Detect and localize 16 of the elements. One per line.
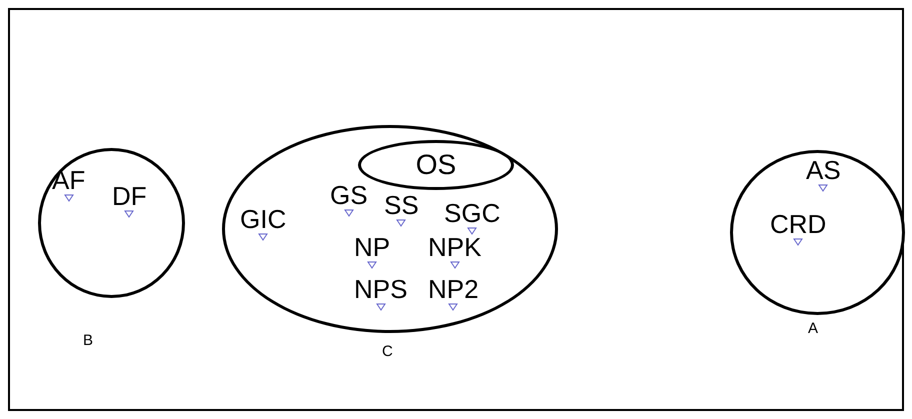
point-label: NPK bbox=[428, 233, 482, 261]
point-label: NP2 bbox=[428, 275, 479, 303]
point-label: NPS bbox=[354, 275, 408, 303]
point-label: SGC bbox=[444, 199, 500, 227]
point-label: CRD bbox=[770, 210, 826, 238]
point-label: GIC bbox=[240, 205, 286, 233]
point-label: SS bbox=[384, 191, 419, 219]
point-label: NP bbox=[354, 233, 390, 261]
cluster-label: C bbox=[382, 343, 393, 361]
point-label: GS bbox=[330, 181, 368, 209]
cluster-label: B bbox=[83, 332, 94, 350]
point-label: AF bbox=[52, 166, 86, 194]
ellipse-label: OS bbox=[416, 149, 456, 181]
point-label: AS bbox=[806, 156, 841, 184]
point-label: DF bbox=[112, 182, 147, 210]
cluster-label: A bbox=[808, 320, 818, 338]
